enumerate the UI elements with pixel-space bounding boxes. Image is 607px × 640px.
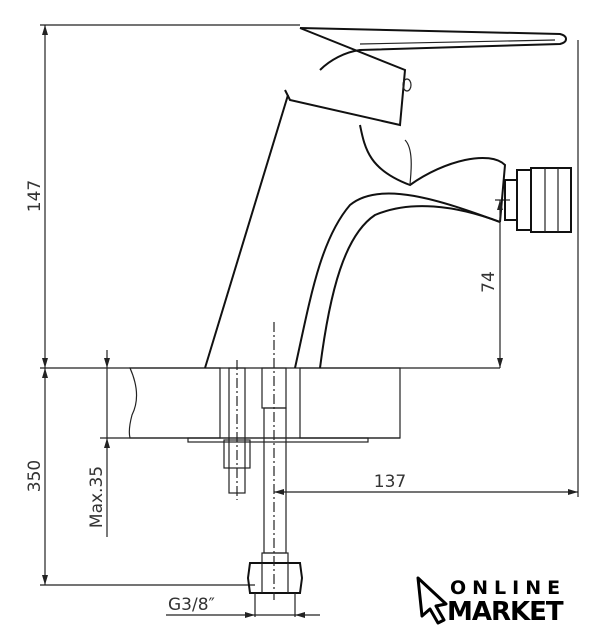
dim-thread: G3/8″ <box>168 595 215 615</box>
logo-line2: MARKET <box>447 597 564 627</box>
cursor-icon <box>416 576 448 625</box>
dim-147: 147 <box>25 180 45 212</box>
logo-line1: ONLINE <box>450 577 566 599</box>
spray-nozzle <box>504 167 572 233</box>
dim-max35: Max.35 <box>87 466 107 528</box>
faucet-body <box>204 27 567 369</box>
flexible-hose <box>246 322 304 617</box>
dim-137: 137 <box>374 472 406 492</box>
online-market-logo: ONLINE MARKET <box>416 576 566 627</box>
countertop-section <box>128 367 401 443</box>
dim-350: 350 <box>25 460 45 492</box>
mounting-stud <box>223 360 251 500</box>
dimension-lines <box>42 25 578 618</box>
dim-74: 74 <box>479 271 499 293</box>
